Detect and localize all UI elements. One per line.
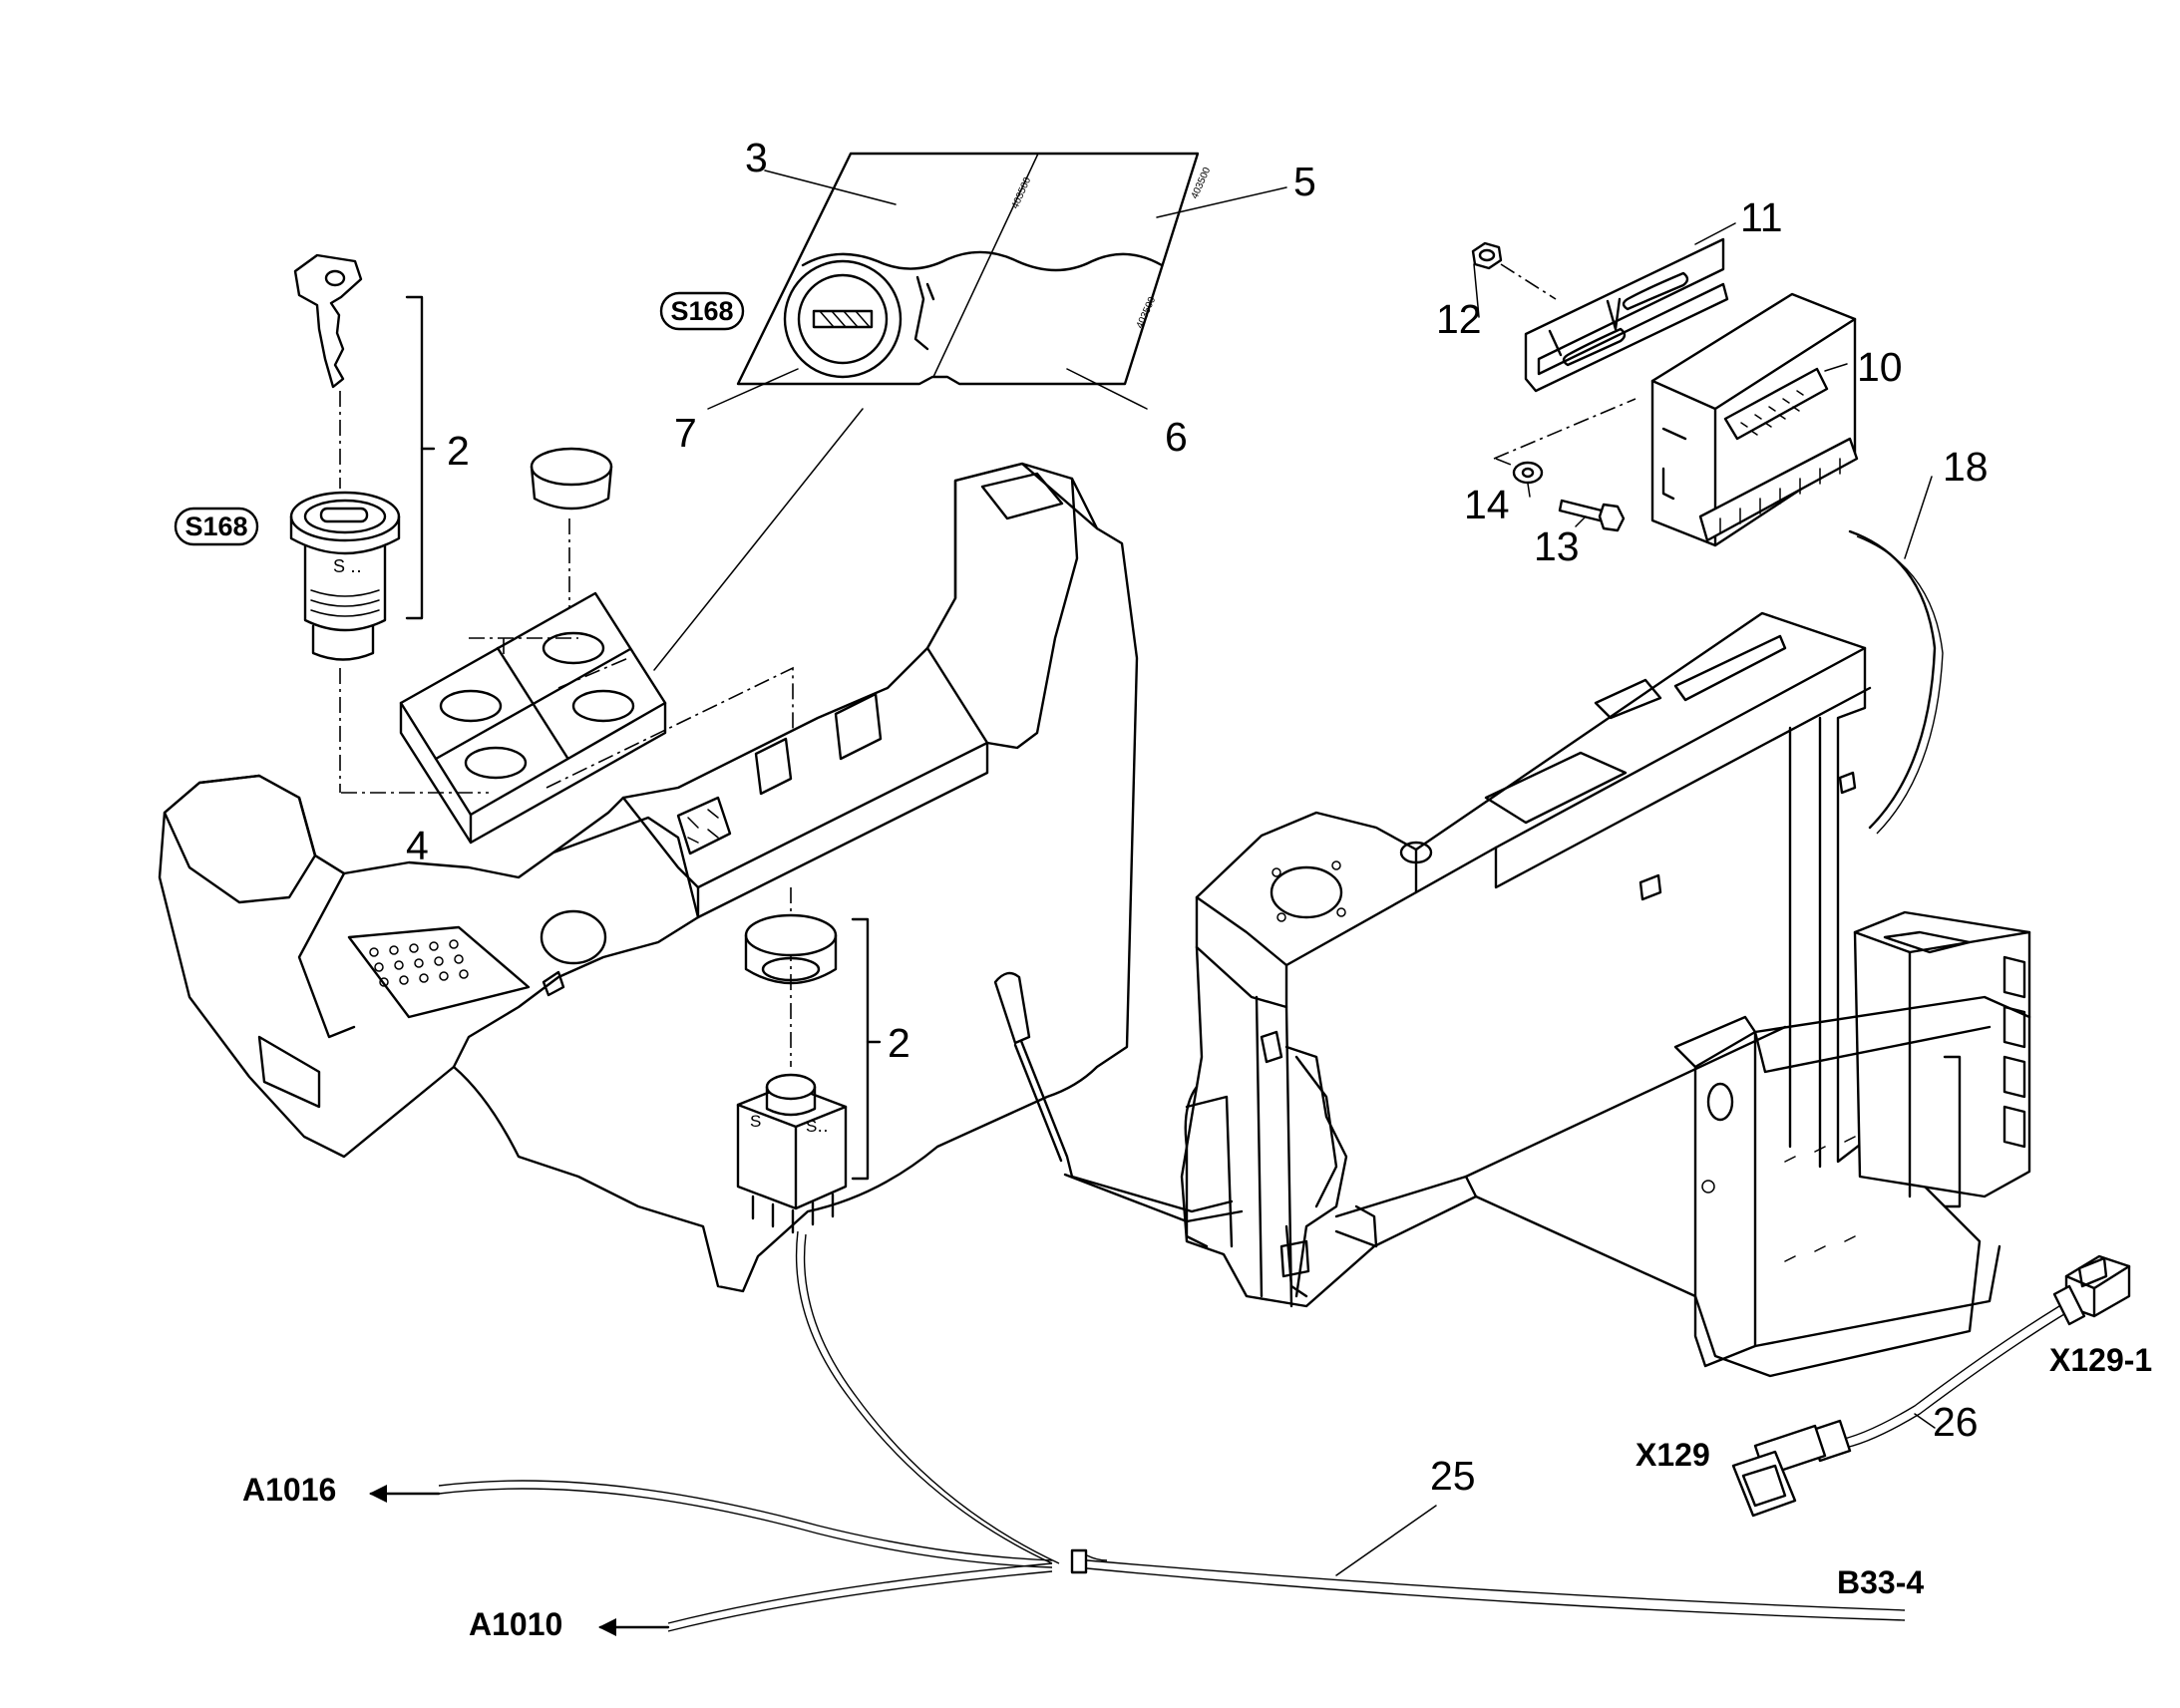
module-10-drawing (1650, 292, 1859, 547)
leader-18 (1904, 476, 1933, 559)
bracket-2-top (405, 295, 424, 620)
arrow-a1010-head (598, 1618, 616, 1636)
svg-text:S: S (750, 1112, 761, 1131)
leader-detail (653, 408, 864, 671)
panel-to-console-guide (545, 666, 794, 789)
callout-7: 7 (674, 410, 697, 456)
callout-13: 13 (1534, 523, 1580, 569)
leader-3 (764, 170, 897, 205)
callout-5: 5 (1293, 159, 1316, 204)
leader-11 (1694, 222, 1736, 245)
bracket-2-bottom (851, 917, 870, 1181)
connector-a1016: A1016 (242, 1472, 336, 1508)
connector-x129: X129 (1635, 1437, 1710, 1473)
key-drawing (293, 253, 363, 389)
svg-text:403500: 403500 (1010, 175, 1034, 210)
arrow-a1016-head (369, 1485, 387, 1503)
callout-10: 10 (1857, 344, 1903, 390)
leader-25 (1335, 1505, 1437, 1576)
cable-18-inner (1856, 535, 1944, 835)
cap-drawing (530, 447, 613, 511)
panel-dashed-guides (341, 637, 629, 794)
s168-badge-left: S168 (174, 507, 259, 546)
rotary-switch-drawing: S S‥ (736, 1073, 848, 1234)
callout-26: 26 (1933, 1399, 1979, 1445)
callout-18: 18 (1943, 444, 1989, 490)
cable-harness-drawing (438, 1230, 1906, 1632)
callout-2-top: 2 (447, 428, 470, 474)
leader-12 (1473, 263, 1480, 318)
console-drawing (158, 462, 1139, 1293)
detail-inset-drawing: 403500 403500 403500 (736, 152, 1213, 386)
shift-lever-drawing (993, 971, 1244, 1223)
frame-drawing (1180, 611, 1982, 1378)
svg-text:S ‥: S ‥ (333, 556, 362, 576)
callout-4: 4 (406, 823, 429, 868)
leader-10 (1824, 363, 1848, 372)
leader-26 (1914, 1413, 1936, 1429)
callout-2-bottom: 2 (888, 1020, 910, 1066)
callout-3: 3 (745, 135, 768, 180)
rail-and-fasteners-drawing (1471, 237, 1729, 532)
s168-badge-left-text: S168 (184, 512, 247, 541)
connector-x129-1: X129-1 (2049, 1342, 2152, 1378)
svg-text:S‥: S‥ (806, 1117, 829, 1136)
leader-13 (1575, 515, 1587, 527)
callout-25: 25 (1430, 1453, 1476, 1499)
connector-b33-4: B33-4 (1837, 1564, 1924, 1600)
s168-badge-top: S168 (659, 291, 745, 331)
rotary-cap-drawing (744, 913, 838, 985)
cable-26-drawing (1731, 1254, 2131, 1518)
leader-14 (1527, 483, 1531, 498)
key-switch-drawing: S ‥ (289, 491, 401, 661)
callout-11: 11 (1740, 194, 1783, 240)
leader-7 (707, 368, 799, 410)
svg-text:403500: 403500 (1135, 295, 1159, 330)
blank-panel-drawing (399, 591, 667, 845)
leader-5 (1156, 186, 1287, 218)
connector-a1010: A1010 (469, 1606, 562, 1642)
leader-6 (1066, 368, 1148, 410)
callout-14: 14 (1464, 482, 1510, 527)
callout-6: 6 (1165, 414, 1188, 460)
bracket-panel-drawing (1673, 910, 2031, 1368)
s168-badge-top-text: S168 (670, 296, 733, 326)
callout-12: 12 (1436, 296, 1482, 342)
